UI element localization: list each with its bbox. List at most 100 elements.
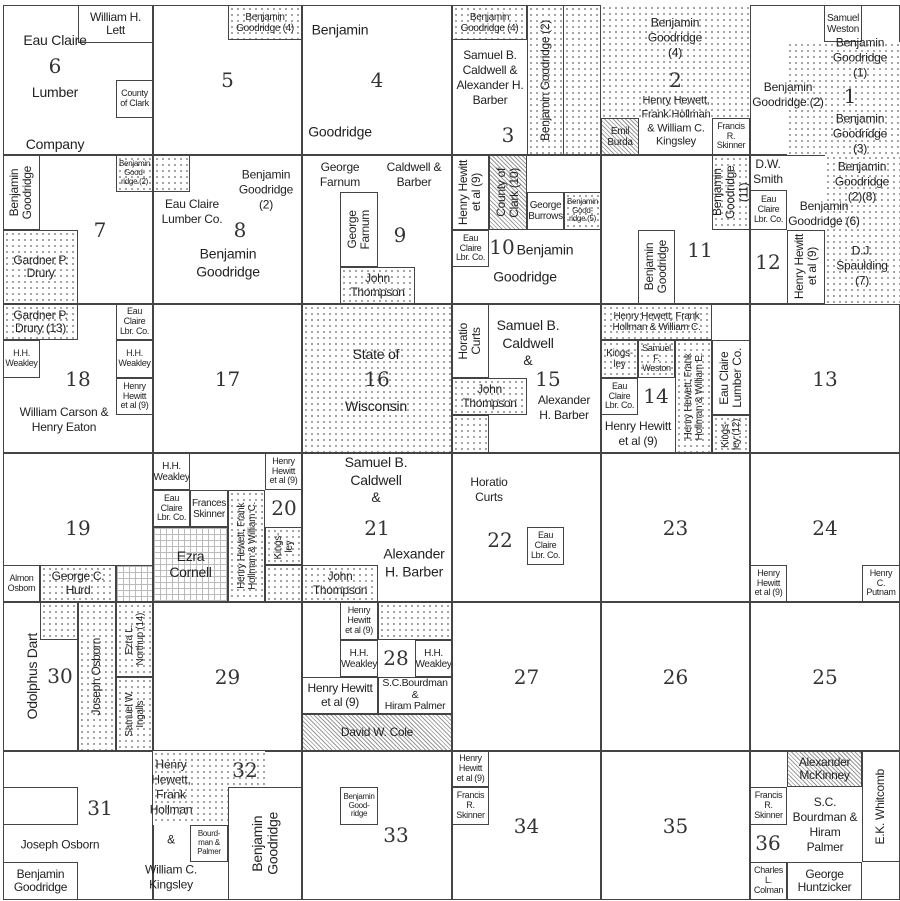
- section-number: 36: [755, 831, 781, 855]
- owner-label: Benjamin Goodridge: [248, 812, 280, 875]
- parcel: H.H. Weakley: [3, 340, 40, 378]
- owner-label: Benjamin Goodridge: [642, 240, 670, 294]
- owner-label: Emil Burda: [607, 125, 633, 148]
- parcel-shaded: [116, 565, 153, 602]
- owner-label: Gardner P. Drury: [13, 252, 68, 280]
- parcel: S.C.Bourdman & Hiram Palmer: [378, 677, 452, 714]
- owner-label: S.C. Bourdman & Hiram Palmer: [792, 795, 858, 854]
- section-number: 23: [662, 515, 689, 540]
- section-number: 3: [501, 123, 515, 147]
- parcel: Francis R. Skinner: [452, 787, 489, 825]
- parcel: Henry Hewett, Frank Hollman & William C.: [601, 304, 712, 340]
- owner-label: H.H. Weakley: [118, 348, 151, 368]
- section-number: 32: [232, 758, 258, 782]
- parcel: Gardner P. Drury: [3, 230, 78, 304]
- section-8: [153, 155, 302, 304]
- owner-label: Benjamin Good- ridge: [343, 791, 375, 819]
- parcel: Benjamin Goodridge (4): [452, 5, 527, 40]
- parcel: Emil Burda: [601, 118, 639, 155]
- owner-label: County of Clark: [120, 88, 149, 108]
- owner-label: Ezra L. Northup (14): [123, 613, 146, 666]
- owner-label: Benjamin: [311, 21, 369, 38]
- section-number: 27: [513, 664, 540, 689]
- section-5: [153, 5, 302, 155]
- section-number: 22: [487, 528, 513, 552]
- owner-label: Samuel Weston: [826, 12, 860, 35]
- parcel: Henry C. Putnam: [862, 565, 900, 602]
- parcel: David W. Cole: [302, 714, 452, 751]
- owner-label: Almon Osborn: [7, 572, 36, 593]
- section-35: [601, 751, 750, 900]
- owner-label: Kings- ley: [272, 532, 295, 560]
- section-number: 5: [221, 68, 234, 92]
- owner-label: H.H. Weakley: [153, 460, 190, 483]
- owner-label: Henry C. Putnam: [866, 567, 896, 598]
- section-number: 28: [383, 646, 409, 670]
- parcel: County of Clark (10): [489, 155, 527, 230]
- section-number: 12: [755, 250, 781, 274]
- owner-label: Henry Hewett, Frank Hollman & William C.…: [145, 757, 197, 892]
- parcel: Henry Hewitt et al (9): [452, 155, 489, 230]
- owner-label: Benjamin Goodridge (1): [832, 35, 888, 80]
- owner-label: Henry Hewitt et al (9): [456, 159, 484, 226]
- parcel-shaded: [153, 155, 190, 192]
- owner-label: Benjamin Goodridge: [13, 866, 68, 894]
- owner-label: Henry Hewitt et al (9): [456, 753, 485, 783]
- parcel: John Thompson: [302, 565, 378, 602]
- parcel-shaded: [825, 155, 900, 304]
- owner-label: Henry Hewitt et al (9): [307, 681, 373, 709]
- owner-label: Francis R. Skinner: [754, 790, 783, 820]
- owner-label: Benjamin Good- ridge (2): [119, 159, 150, 186]
- parcel: Eau Claire Lbr. Co.: [750, 190, 787, 230]
- owner-label: Horatio Curts: [470, 475, 508, 504]
- owner-label: Kings- ley: [606, 348, 633, 370]
- owner-label: Benjamin Goodridge (6): [788, 199, 860, 228]
- owner-label: Henry Hewitt et al (9): [754, 567, 783, 598]
- owner-label: Eau Claire Lbr. Co.: [530, 530, 561, 560]
- owner-label: Henry Hewett, Frank Hollman & William C.: [612, 311, 701, 333]
- section-number: 24: [812, 515, 838, 540]
- section-number: 17: [214, 366, 241, 391]
- section-number: 18: [65, 366, 91, 391]
- owner-label: Eau Claire Lbr. Co.: [156, 492, 187, 523]
- section-4: [302, 5, 452, 155]
- section-number: 21: [364, 515, 390, 540]
- parcel: H.H. Weakley: [415, 640, 452, 677]
- parcel: Benjamin Good- ridge (2): [116, 155, 153, 192]
- parcel-shaded: [601, 5, 750, 118]
- parcel: Henry Hewitt et al (9): [750, 565, 787, 602]
- owner-label: Henry Hewitt et al (9): [120, 380, 149, 411]
- parcel: Benjamin Goodridge (11): [712, 155, 750, 230]
- owner-label: Frances Skinner: [191, 497, 227, 520]
- owner-label: Kings- ley (12): [720, 418, 742, 450]
- section-34: [452, 751, 601, 900]
- owner-label: D.W. Smith: [753, 157, 783, 186]
- owner-label: George Farnum: [319, 160, 361, 189]
- owner-label: Odolphus Dart: [23, 632, 40, 720]
- section-number: 7: [93, 218, 107, 242]
- parcel: Kings- ley (12): [712, 415, 750, 453]
- owner-label: Benjamin Goodridge (4): [647, 15, 703, 60]
- owner-label: H.H. Weakley: [5, 348, 38, 368]
- parcel: Eau Claire Lbr. Co.: [601, 378, 638, 415]
- owner-label: E.K. Whitcomb: [873, 768, 888, 845]
- parcel: Eau Claire Lbr. Co.: [452, 230, 489, 267]
- owner-label: William H. Lett: [90, 9, 141, 37]
- parcel-shaded: [452, 415, 489, 453]
- owner-label: H.H. Weakley: [415, 647, 452, 670]
- parcel: Benjamin Goodridge: [638, 230, 675, 304]
- parcel: H.H. Weakley: [116, 340, 153, 378]
- section-number: 31: [87, 796, 113, 820]
- section-number: 9: [393, 223, 407, 247]
- parcel: Henry Hewitt et al (9): [116, 378, 153, 415]
- owner-label: Caldwell & Barber: [386, 160, 442, 189]
- parcel: Henry Hewett, Frank Hollman & William C.: [228, 490, 265, 602]
- parcel: Samuel Weston: [824, 5, 862, 42]
- section-number: 20: [271, 496, 297, 520]
- section-17: [153, 304, 302, 453]
- section-29: [153, 602, 302, 751]
- parcel: E.K. Whitcomb: [862, 751, 900, 862]
- parcel: County of Clark: [116, 80, 153, 118]
- owner-label: Benjamin Goodridge: [196, 245, 260, 280]
- parcel: Samuel W. Ingalls: [116, 677, 153, 751]
